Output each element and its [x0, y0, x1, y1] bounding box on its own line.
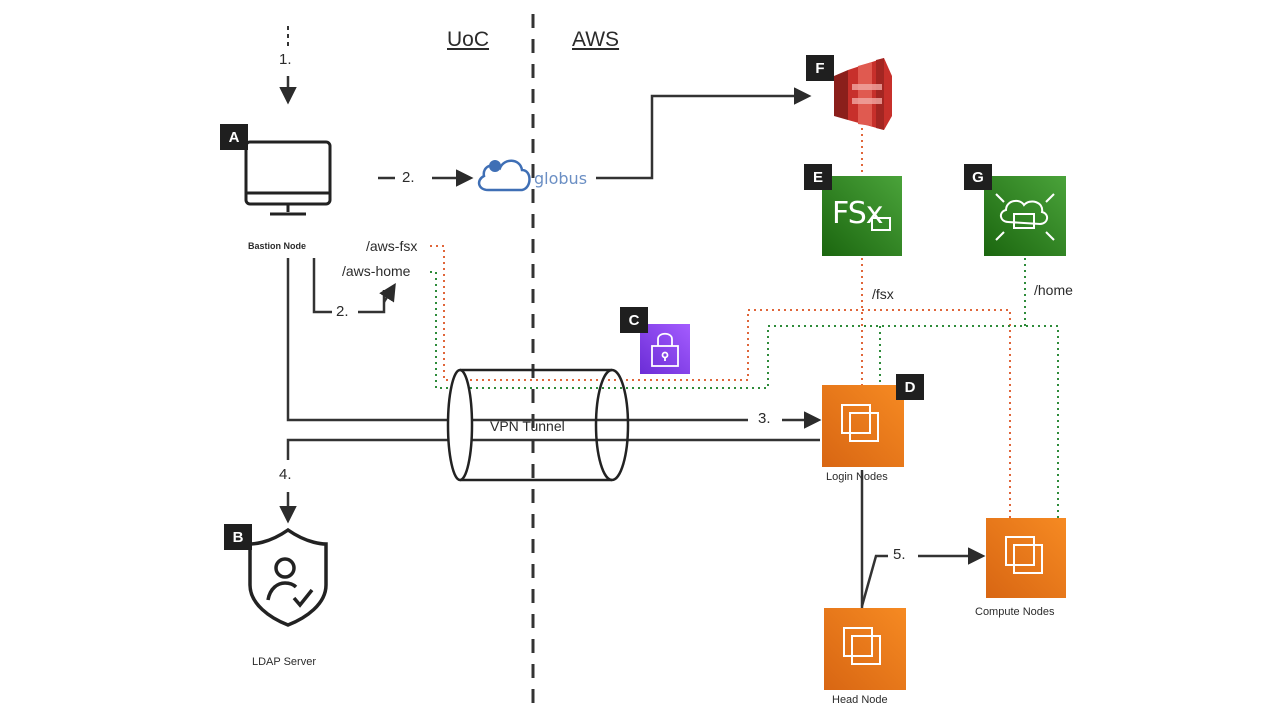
badge-f: F — [806, 55, 834, 81]
head-to-compute-line — [860, 554, 888, 607]
login-nodes-label: Login Nodes — [826, 471, 888, 483]
bastion-to-mount-line — [312, 258, 332, 314]
vpn-tunnel-label: VPN Tunnel — [490, 418, 565, 434]
fsx-mount-lines — [430, 128, 1011, 518]
head-node-label: Head Node — [832, 694, 888, 706]
mount-fsx: /fsx — [872, 286, 894, 302]
fsx-tile — [822, 176, 902, 256]
mount-aws-fsx: /aws-fsx — [366, 238, 418, 254]
fsx-label: FSx — [832, 196, 884, 231]
step-2a-label: 2. — [402, 169, 415, 186]
mount-aws-home: /aws-home — [342, 263, 411, 279]
zone-label-uoc: UoC — [447, 28, 490, 51]
bastion-node-label: Bastion Node — [248, 241, 307, 251]
fsx-disk-icon — [871, 217, 891, 231]
s3-bucket-icon — [834, 58, 892, 130]
efs-mount-lines — [430, 258, 1059, 518]
step-3-label: 3. — [758, 410, 771, 427]
lock-icon — [651, 332, 679, 367]
efs-tile — [984, 176, 1066, 256]
zone-label-aws: AWS — [572, 28, 620, 51]
desktop-icon — [244, 140, 332, 216]
login-nodes-tile — [822, 385, 904, 467]
step-4-label: 4. — [279, 466, 292, 483]
login-to-ldap-line — [286, 438, 820, 460]
badge-g: G — [964, 164, 992, 190]
badge-c: C — [620, 307, 648, 333]
globus-label: globus — [534, 169, 588, 188]
ldap-server-label: LDAP Server — [252, 656, 316, 668]
compute-nodes-tile — [986, 518, 1066, 598]
efs-icon — [995, 193, 1055, 241]
badge-b: B — [224, 524, 252, 550]
mount-arrow — [379, 283, 396, 303]
vpn-tunnel — [446, 368, 630, 482]
globus-icon — [477, 159, 531, 192]
bastion-to-login-line — [286, 258, 748, 422]
head-node-tile — [824, 608, 906, 690]
globus-to-s3-arrow — [596, 87, 812, 180]
mount-arrow-line — [358, 290, 386, 314]
badge-e: E — [804, 164, 832, 190]
mount-home: /home — [1034, 282, 1073, 298]
ldap-shield-icon — [248, 527, 328, 627]
step-2b-label: 2. — [336, 303, 349, 320]
step-5-label: 5. — [893, 546, 906, 563]
step-1-label: 1. — [279, 51, 292, 68]
badge-d: D — [896, 374, 924, 400]
badge-a: A — [220, 124, 248, 150]
compute-nodes-label: Compute Nodes — [975, 606, 1055, 618]
